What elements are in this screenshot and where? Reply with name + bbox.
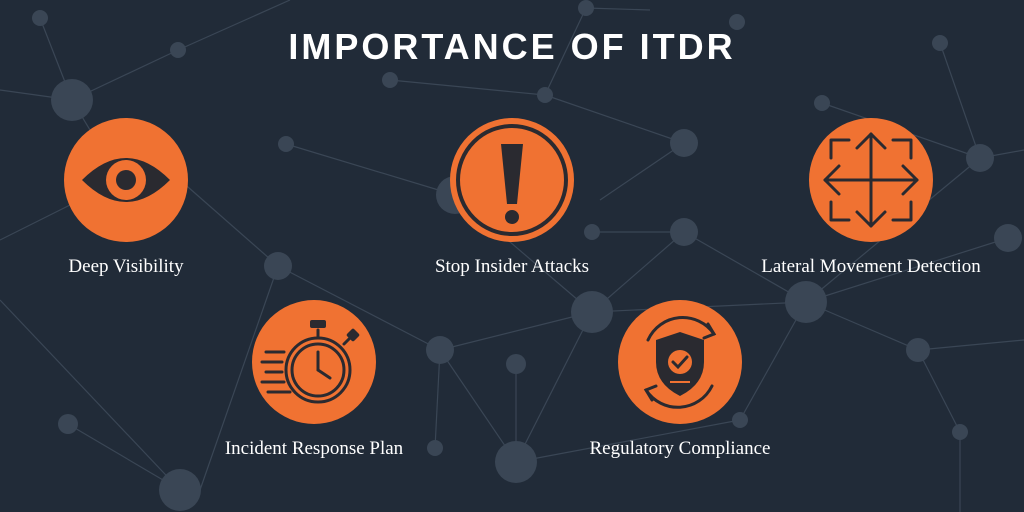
item-stop-insider-attacks: Stop Insider Attacks xyxy=(382,118,642,278)
incident-response-badge xyxy=(252,300,376,424)
stop-insider-attacks-badge xyxy=(450,118,574,242)
eye-icon xyxy=(82,158,170,202)
item-incident-response-plan: Incident Response Plan xyxy=(184,300,444,460)
stopwatch-icon xyxy=(260,320,360,404)
stop-insider-attacks-label: Stop Insider Attacks xyxy=(434,256,590,277)
item-deep-visibility: Deep Visibility xyxy=(0,118,256,278)
regulatory-compliance-label: Regulatory Compliance xyxy=(589,438,771,459)
item-lateral-movement-detection: Lateral Movement Detection xyxy=(741,118,1001,278)
lateral-movement-label: Lateral Movement Detection xyxy=(761,256,981,277)
item-regulatory-compliance: Regulatory Compliance xyxy=(550,300,810,460)
deep-visibility-badge xyxy=(64,118,188,242)
lateral-movement-badge xyxy=(809,118,933,242)
deep-visibility-label: Deep Visibility xyxy=(68,256,184,277)
shield-check-icon xyxy=(643,316,717,409)
regulatory-compliance-badge xyxy=(618,300,742,424)
four-way-arrows-icon xyxy=(823,132,919,228)
incident-response-label: Incident Response Plan xyxy=(224,438,404,459)
exclamation-icon xyxy=(456,124,568,236)
page-title: IMPORTANCE OF ITDR xyxy=(288,26,736,67)
